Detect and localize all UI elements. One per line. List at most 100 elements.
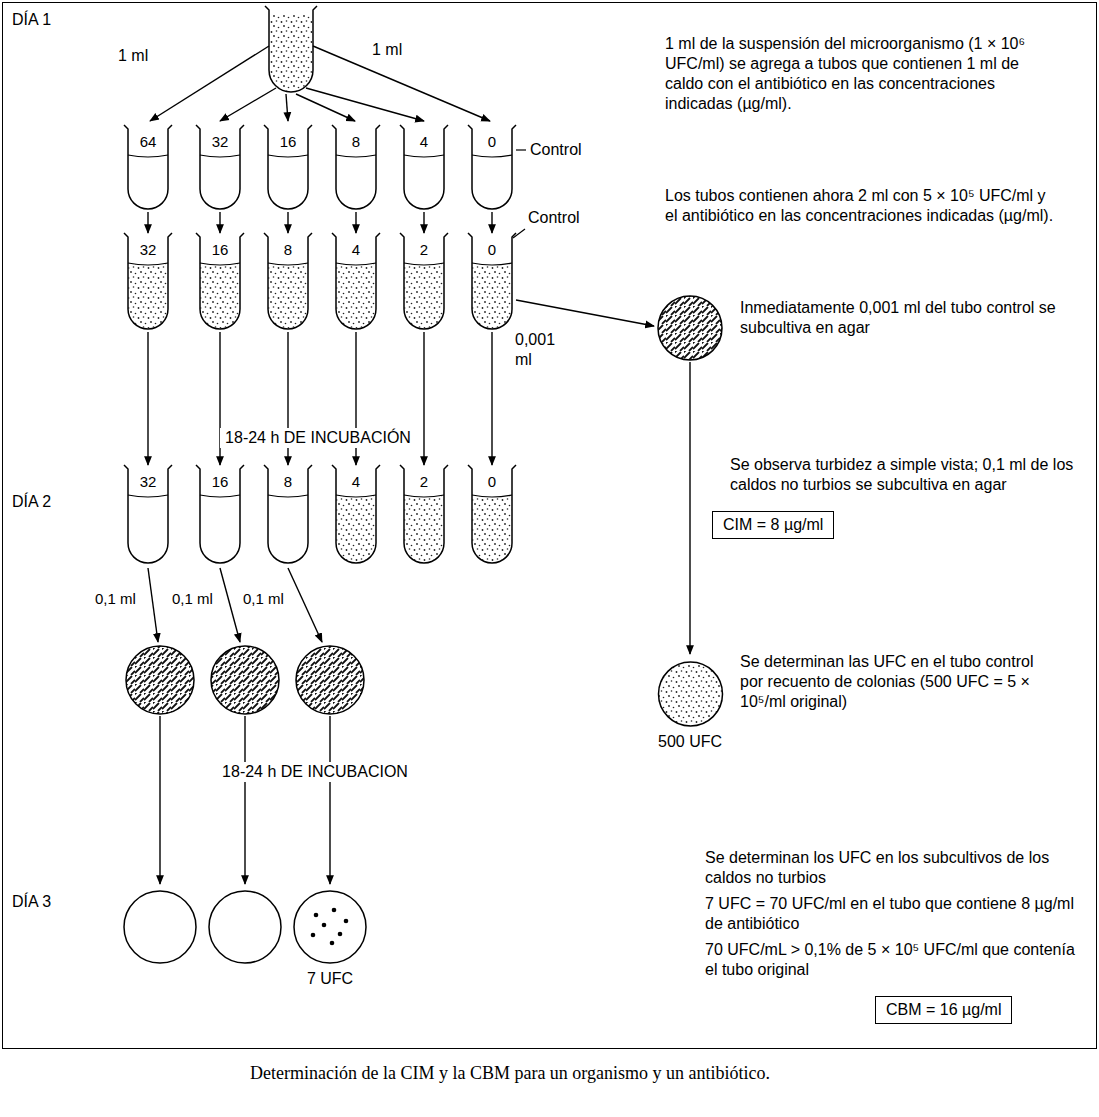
note-text: Inmediatamente 0,001 ml del tubo control… xyxy=(740,298,1080,338)
transfer-arrow xyxy=(423,212,424,233)
agar-plate: 7 UFC xyxy=(292,889,368,989)
transfer-arrow xyxy=(288,568,322,642)
tube-concentration: 4 xyxy=(352,241,360,259)
agar-plate xyxy=(126,646,194,714)
colony-count: 7 UFC xyxy=(307,969,353,989)
agar-plate xyxy=(658,296,722,360)
frame xyxy=(3,3,1097,1049)
turbid-broth xyxy=(405,263,444,329)
transfer-arrow xyxy=(491,212,492,233)
turbid-broth xyxy=(337,495,376,563)
turbid-broth xyxy=(405,495,444,563)
tube-wall xyxy=(124,233,172,329)
turbid-broth xyxy=(269,263,308,329)
tube-wall xyxy=(124,465,172,563)
colony xyxy=(344,919,349,924)
tube-concentration: 32 xyxy=(212,133,229,151)
transfer-arrow xyxy=(148,568,158,642)
turbid-broth xyxy=(201,263,240,329)
agar-plate xyxy=(296,646,364,714)
transfer-arrow xyxy=(219,212,220,233)
transfer-arrow xyxy=(329,716,330,884)
tube-wall xyxy=(332,233,380,329)
transfer-arrow xyxy=(516,300,654,326)
tube-wall xyxy=(468,233,516,329)
tube-wall xyxy=(196,125,244,209)
tube-concentration: 32 xyxy=(140,241,157,259)
tube-concentration: 16 xyxy=(212,241,229,259)
volume-label: 0,1 ml xyxy=(172,590,213,609)
day-label: DÍA 3 xyxy=(12,892,51,912)
tube-concentration: 2 xyxy=(420,241,428,259)
note-text: 7 UFC = 70 UFC/ml en el tubo que contien… xyxy=(705,894,1075,934)
tube-wall xyxy=(264,465,312,563)
turbid-broth xyxy=(473,263,512,329)
transfer-arrow xyxy=(355,212,356,233)
tube-concentration: 2 xyxy=(420,473,428,491)
test-tube: 2 xyxy=(403,468,445,564)
test-tube: 8 xyxy=(335,128,377,210)
test-tube: 4 xyxy=(403,128,445,210)
plate-outline xyxy=(655,660,726,728)
volume-label: 0,001 ml xyxy=(515,330,563,370)
tube-wall xyxy=(400,465,448,563)
tube-wall xyxy=(196,233,244,329)
turbid-broth xyxy=(129,263,168,329)
test-tube: 8 xyxy=(267,468,309,564)
broth-surface xyxy=(472,495,512,497)
colony xyxy=(338,932,343,937)
colony xyxy=(311,933,316,938)
broth-surface xyxy=(472,263,512,265)
figure-caption: Determinación de la CIM y la CBM para un… xyxy=(250,1062,770,1085)
note-text: Se determinan los UFC en los subcultivos… xyxy=(705,848,1075,888)
broth-surface xyxy=(404,495,444,497)
plate-rim xyxy=(294,891,366,963)
tube-concentration: 8 xyxy=(284,241,292,259)
test-tube: 32 xyxy=(127,468,169,564)
broth-surface xyxy=(404,263,444,265)
transfer-arrow xyxy=(147,332,148,465)
colony-count: 500 UFC xyxy=(658,732,722,752)
transfer-arrow xyxy=(147,212,148,233)
tube-concentration: 4 xyxy=(352,473,360,491)
colony xyxy=(330,941,335,946)
agar-plate xyxy=(209,891,281,963)
tube-concentration: 16 xyxy=(212,473,229,491)
suspension-tube xyxy=(265,6,317,92)
tube-wall xyxy=(400,125,448,209)
day-label: DÍA 1 xyxy=(12,10,51,30)
test-tube: 64 xyxy=(127,128,169,210)
tube-wall xyxy=(468,125,516,209)
transfer-arrow xyxy=(286,94,288,121)
test-tube: 4 xyxy=(335,236,377,330)
result-box: CBM = 16 µg/ml xyxy=(875,996,1012,1024)
broth-surface xyxy=(336,495,376,497)
transfer-arrow xyxy=(244,716,245,884)
test-tube: 2 xyxy=(403,236,445,330)
agar-plate: 500 UFC xyxy=(655,660,726,752)
agar-plate xyxy=(124,891,196,963)
note-text: 1 ml de la suspensión del microorganismo… xyxy=(665,34,1055,114)
test-tube: 8 xyxy=(267,236,309,330)
incubation-label: 18-24 h DE INCUBACION xyxy=(217,762,413,782)
control-label: Control xyxy=(530,140,582,160)
tube-concentration: 8 xyxy=(352,133,360,151)
volume-label: 0,1 ml xyxy=(95,590,136,609)
suspension-liquid xyxy=(270,14,312,91)
tube-concentration: 64 xyxy=(140,133,157,151)
result-box: CIM = 8 µg/ml xyxy=(712,511,834,539)
tube-wall xyxy=(264,125,312,209)
broth-surface xyxy=(472,155,512,157)
broth-surface xyxy=(404,155,444,157)
tube-wall xyxy=(400,233,448,329)
plate-rim xyxy=(658,662,722,726)
test-tube: 0 xyxy=(471,236,513,330)
broth-surface xyxy=(268,495,308,497)
tube-concentration: 4 xyxy=(420,133,428,151)
transfer-arrow xyxy=(220,88,276,121)
turbid-broth xyxy=(473,495,512,563)
plate-outline xyxy=(292,889,368,965)
control-label: Control xyxy=(528,208,580,228)
result-text: CIM = 8 µg/ml xyxy=(723,515,823,535)
